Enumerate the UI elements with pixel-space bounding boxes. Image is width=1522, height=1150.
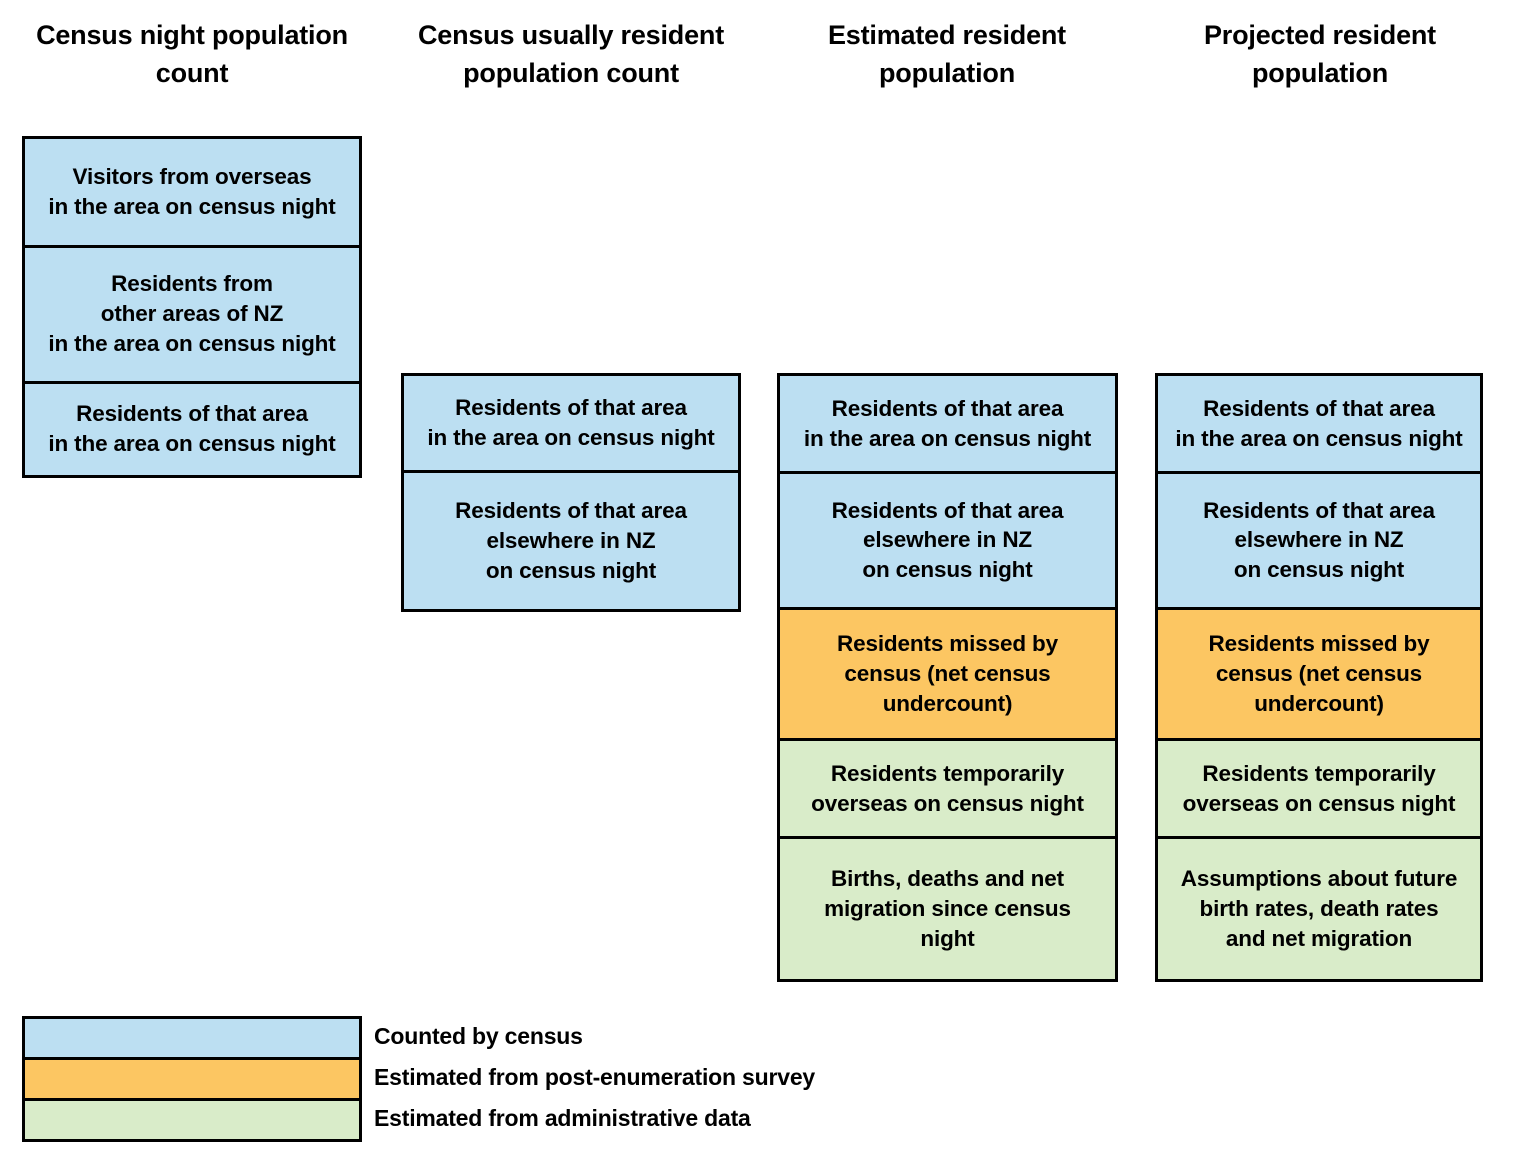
stack-census-usually-resident-population-count: Residents of that area in the area on ce… — [401, 373, 741, 612]
box-residents-temporarily-overseas[interactable]: Residents temporarily overseas on census… — [780, 741, 1115, 840]
column-header-estimated-resident: Estimated resident population — [828, 20, 1066, 89]
legend-swatch-counted-by-census — [25, 1019, 359, 1060]
box-residents-of-that-area-elsewhere-nz[interactable]: Residents of that area elsewhere in NZ o… — [404, 472, 738, 609]
box-residents-of-that-area-in-area[interactable]: Residents of that area in the area on ce… — [780, 376, 1115, 475]
box-residents-of-that-area-in-area[interactable]: Residents of that area in the area on ce… — [404, 376, 738, 473]
stack-projected-resident-population: Residents of that area in the area on ce… — [1155, 373, 1483, 982]
box-visitors-from-overseas[interactable]: Visitors from overseas in the area on ce… — [25, 139, 359, 249]
box-residents-missed-by-census[interactable]: Residents missed by census (net census u… — [780, 609, 1115, 742]
box-residents-missed-by-census[interactable]: Residents missed by census (net census u… — [1158, 609, 1480, 742]
box-residents-temporarily-overseas[interactable]: Residents temporarily overseas on census… — [1158, 741, 1480, 840]
legend-labels: Counted by census Estimated from post-en… — [374, 1016, 1074, 1139]
box-residents-of-that-area-in-area[interactable]: Residents of that area in the area on ce… — [1158, 376, 1480, 475]
column-header-census-night: Census night population count — [36, 20, 348, 89]
column-header-projected-resident: Projected resident population — [1204, 20, 1436, 89]
box-residents-of-that-area-elsewhere-nz[interactable]: Residents of that area elsewhere in NZ o… — [780, 474, 1115, 610]
box-residents-of-that-area-elsewhere-nz[interactable]: Residents of that area elsewhere in NZ o… — [1158, 474, 1480, 610]
box-residents-from-other-areas-of-nz[interactable]: Residents from other areas of NZ in the … — [25, 248, 359, 384]
column-header-census-usually-resident: Census usually resident population count — [417, 20, 724, 89]
stack-census-night-population-count: Visitors from overseas in the area on ce… — [22, 136, 362, 478]
legend-label-administrative-data: Estimated from administrative data — [374, 1105, 751, 1131]
legend-swatches — [22, 1016, 362, 1142]
box-residents-of-that-area-in-area[interactable]: Residents of that area in the area on ce… — [25, 383, 359, 475]
legend-swatch-post-enumeration-survey — [25, 1060, 359, 1101]
legend-label-counted-by-census: Counted by census — [374, 1023, 583, 1049]
box-births-deaths-net-migration[interactable]: Births, deaths and net migration since c… — [780, 839, 1115, 980]
legend-label-post-enumeration-survey: Estimated from post-enumeration survey — [374, 1064, 816, 1090]
stack-estimated-resident-population: Residents of that area in the area on ce… — [777, 373, 1118, 982]
legend-swatch-administrative-data — [25, 1101, 359, 1139]
box-assumptions-future-rates[interactable]: Assumptions about future birth rates, de… — [1158, 839, 1480, 980]
